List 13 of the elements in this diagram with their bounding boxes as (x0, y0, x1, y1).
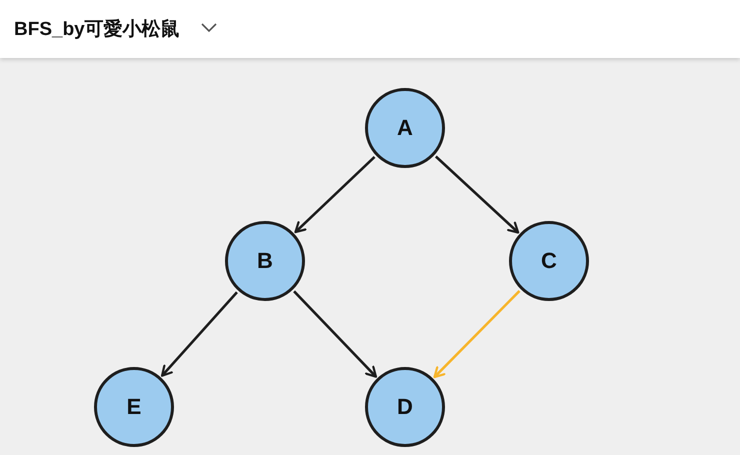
arrow (160, 291, 238, 377)
node-label: D (397, 394, 413, 420)
node-label: C (541, 248, 557, 274)
node-label: B (257, 248, 273, 274)
arrow (434, 156, 520, 234)
arrow (433, 290, 520, 378)
node-label: A (397, 115, 413, 141)
node-circle (365, 367, 445, 447)
node-label: E (126, 394, 142, 420)
title: BFS_by可愛小松鼠 (14, 18, 180, 42)
node-circle (225, 221, 305, 301)
arrow (294, 156, 376, 234)
arrow (293, 290, 378, 378)
